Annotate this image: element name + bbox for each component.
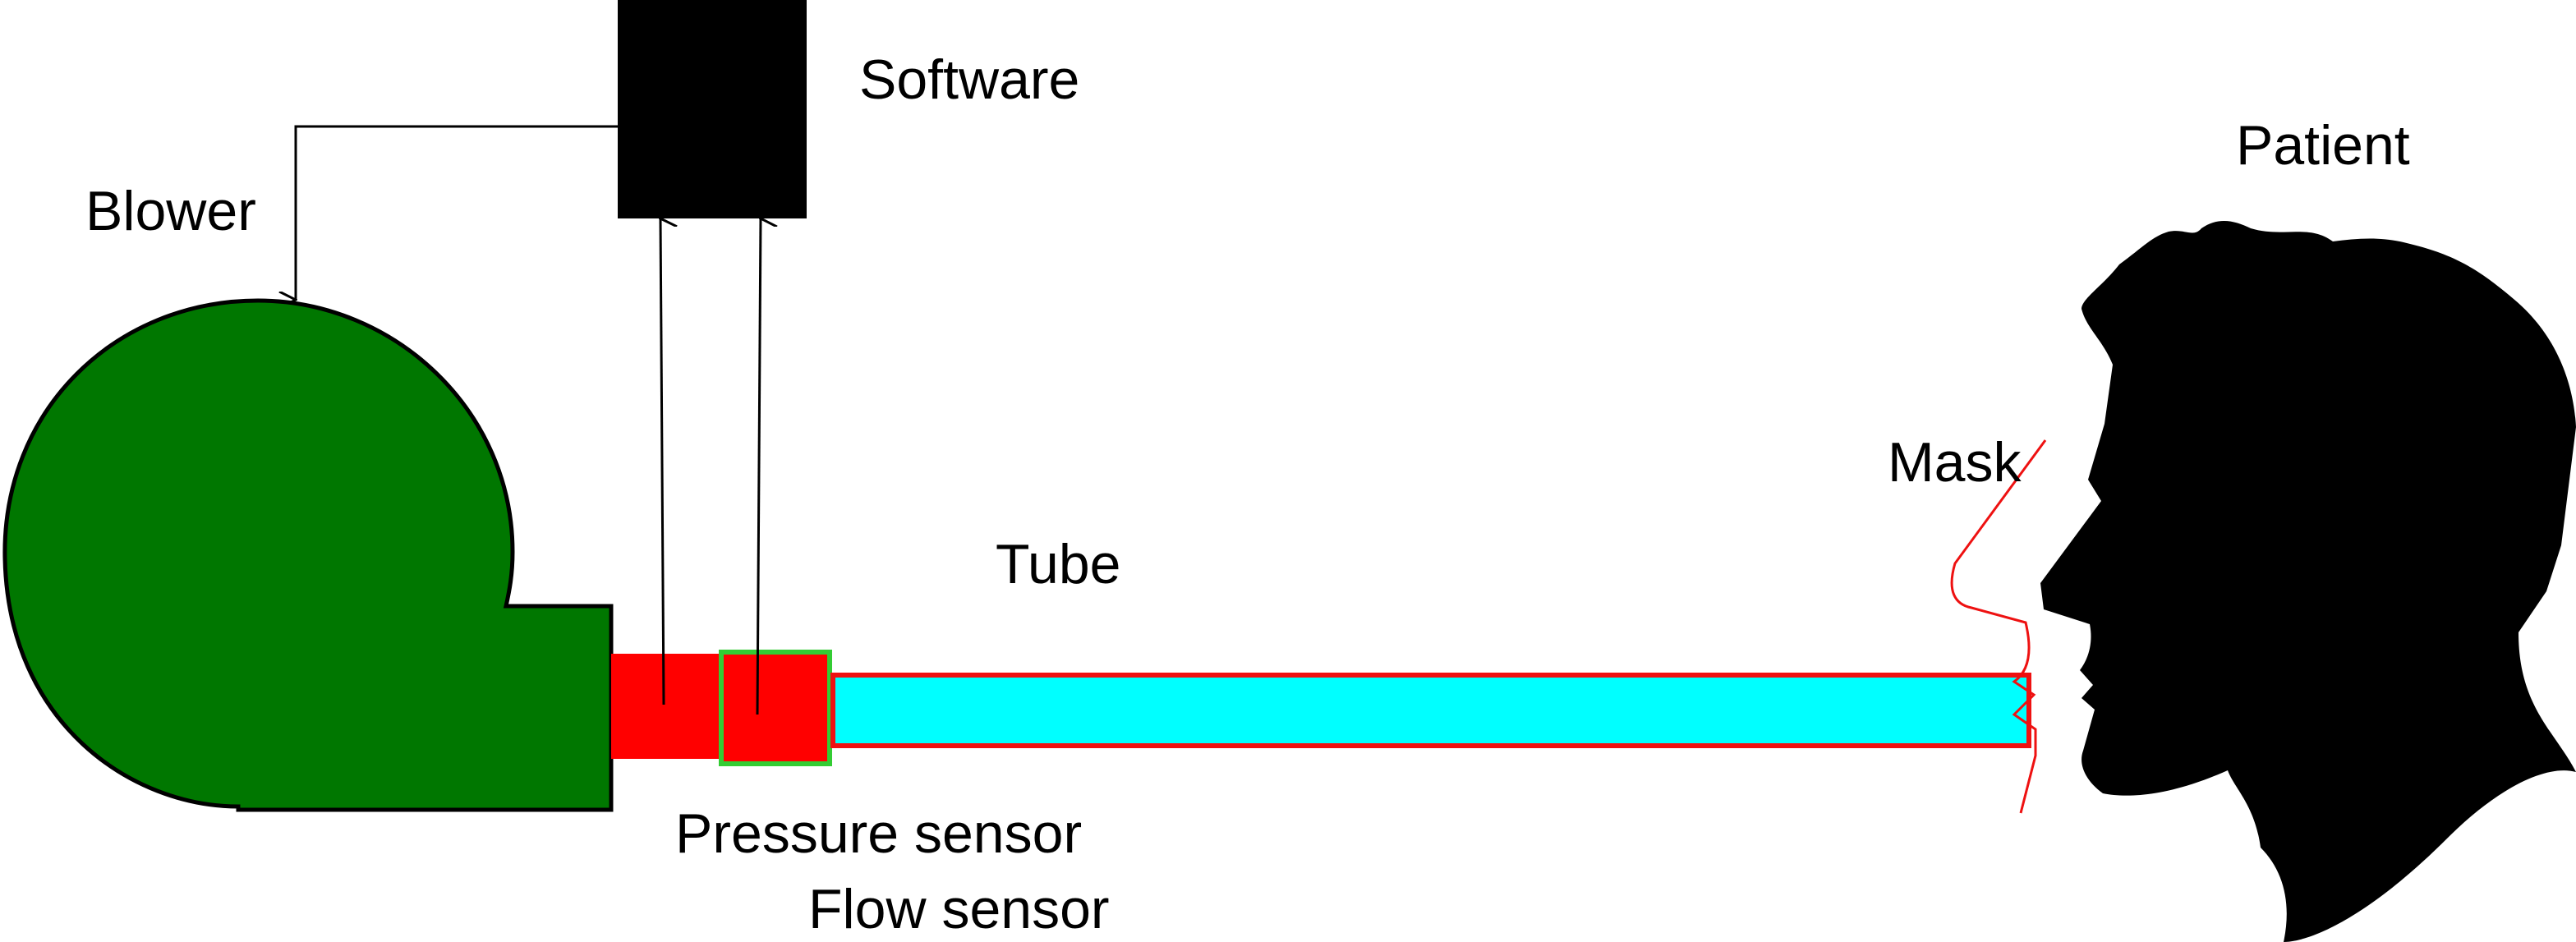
patient-label: Patient [2236,114,2410,177]
tube [830,673,2031,748]
pressure-sensor-label: Pressure sensor [675,802,1082,865]
pressure-signal-line [660,218,664,705]
flow-sensor-label: Flow sensor [808,878,1110,940]
blower [2,298,614,812]
patient-head [2040,220,2576,942]
flow-sensor [719,650,832,766]
flow-signal-line [756,218,761,715]
mask-outline [1950,439,2047,814]
mask-label: Mask [1888,431,2022,494]
software-label: Software [859,48,1079,111]
pressure-sensor [611,654,721,759]
control-line [296,125,618,300]
tube-label: Tube [996,533,1120,595]
blower-label: Blower [85,180,256,242]
software-box [618,0,807,218]
